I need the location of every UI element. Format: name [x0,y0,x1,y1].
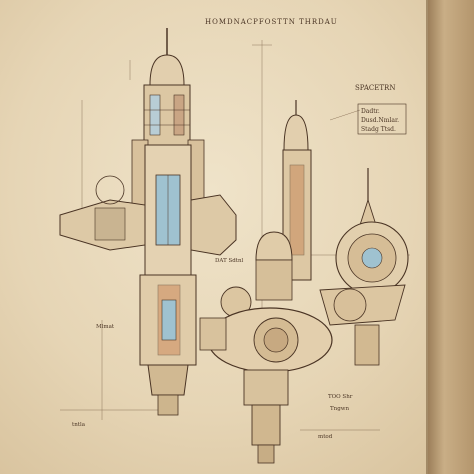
label-lower-mid: TOO Shr [328,394,353,400]
center-spacecraft [199,100,333,464]
label-bottom-left: tntla [72,422,86,428]
left-spacecraft [59,28,237,416]
spec-line-1: Dadtr. [361,108,380,115]
label-lower-right: Tngwn [330,406,349,412]
label-lower-left: Mlmat [96,324,115,330]
spec-box: Dadtr. Dusd.Nmlar. Stadg Ttsd. [357,103,407,135]
label-mid-note: DAT Sdtnl [215,258,244,264]
label-bottom-right: mtod [318,434,333,440]
spec-line-2: Dusd.Nmlar. [361,117,399,124]
blueprint-title: HOMDNACPFOSTTN THRDAU [205,18,338,26]
label-top-right: SPACETRN [355,84,395,92]
spec-line-3: Stadg Ttsd. [361,126,396,133]
right-spacecraft [319,168,409,366]
book-spine [428,0,474,474]
